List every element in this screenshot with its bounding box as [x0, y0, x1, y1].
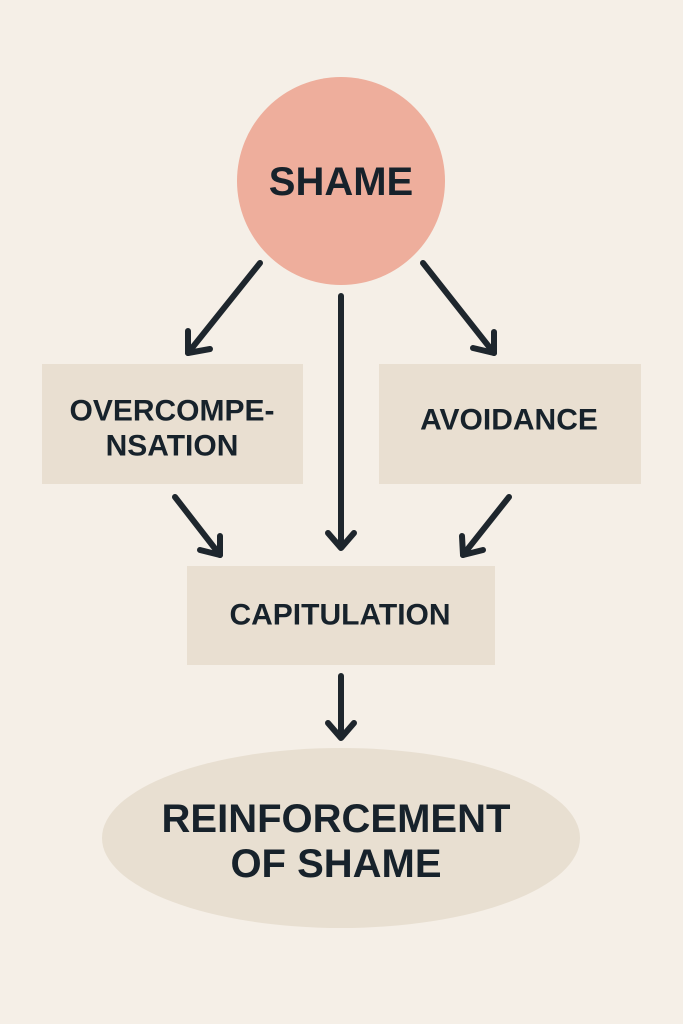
arrow-shaft	[185, 260, 263, 356]
node-overcompensation: OVERCOMPE- NSATION	[42, 364, 303, 484]
reinforcement-label-line1: REINFORCEMENT	[162, 797, 511, 841]
overcompensation-label-line2: NSATION	[106, 430, 239, 463]
avoidance-box	[379, 364, 641, 484]
shame-circle	[237, 77, 445, 285]
arrow-head-icon	[185, 328, 213, 356]
node-avoidance: AVOIDANCE	[379, 364, 641, 484]
overcompensation-label-line1: OVERCOMPE-	[69, 395, 274, 428]
node-capitulation: CAPITULATION	[187, 566, 495, 665]
arrow-shaft	[420, 260, 497, 356]
arrow-head-icon	[459, 533, 486, 558]
overcompensation-box	[42, 364, 303, 484]
arrow-shame-to-avoidance	[420, 260, 497, 356]
arrow-head-icon	[197, 533, 223, 558]
reinforcement-label-line2: OF SHAME	[230, 842, 441, 886]
avoidance-label: AVOIDANCE	[420, 404, 598, 437]
arrow-capitulation-to-reinforcement	[325, 673, 357, 741]
arrow-head-icon	[325, 530, 357, 551]
shame-label: SHAME	[269, 160, 413, 204]
reinforcement-ellipse	[102, 748, 580, 928]
capitulation-label: CAPITULATION	[229, 599, 450, 632]
arrow-shaft	[172, 494, 223, 558]
node-reinforcement-of-shame: REINFORCEMENT OF SHAME	[102, 748, 580, 928]
arrow-shame-to-capitulation	[325, 293, 357, 551]
arrow-head-icon	[325, 720, 357, 741]
node-shame: SHAME	[237, 77, 445, 285]
arrow-overcompensation-to-capitulation	[172, 494, 223, 558]
arrow-avoidance-to-capitulation	[459, 494, 512, 558]
arrow-shame-to-overcompensation	[185, 260, 263, 356]
arrow-shaft	[460, 494, 512, 558]
capitulation-box	[187, 566, 495, 665]
arrow-head-icon	[470, 329, 497, 356]
